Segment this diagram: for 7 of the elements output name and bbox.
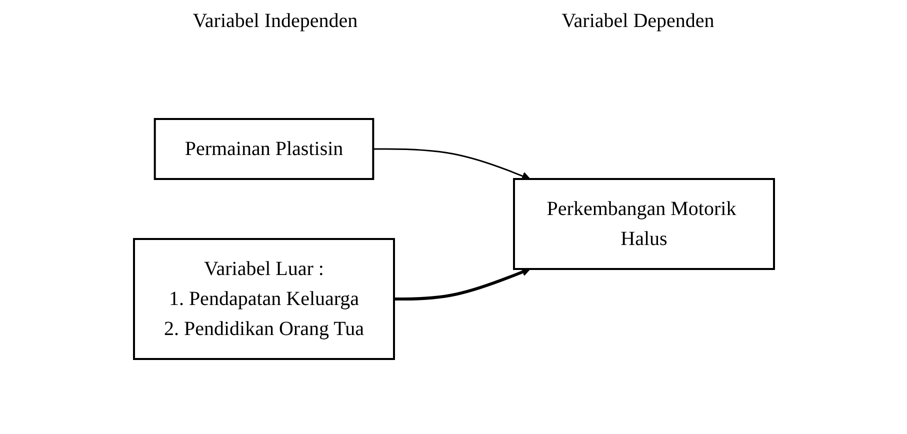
- column-heading: Variabel Independen: [192, 10, 358, 33]
- column-heading: Variabel Dependen: [562, 10, 714, 33]
- arrow: [372, 148, 530, 180]
- arrow: [394, 267, 530, 300]
- node-box: Variabel Luar : 1. Pendapatan Keluarga 2. Pendidikan Orang Tua: [132, 238, 394, 360]
- node-box: Perkembangan Motorik Halus: [512, 178, 774, 270]
- node-box: Permainan Plastisin: [153, 118, 374, 180]
